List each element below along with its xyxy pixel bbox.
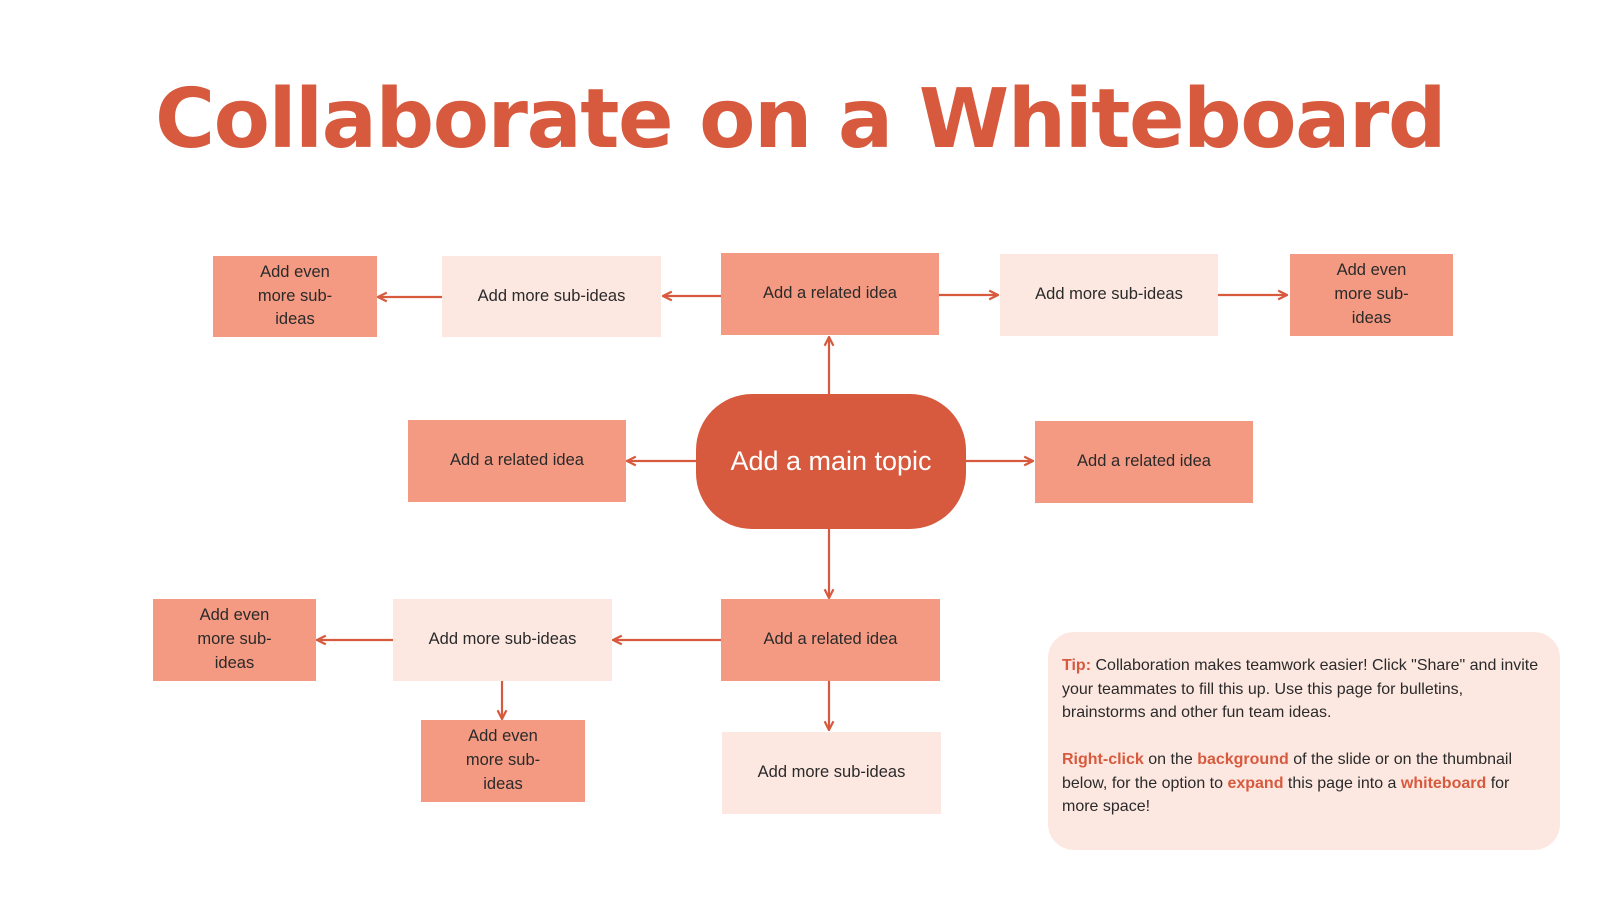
top-left-even-more-node[interactable]: Add even more sub-ideas xyxy=(213,256,377,337)
top-related-idea-node[interactable]: Add a related idea xyxy=(721,253,939,335)
main-topic-label: Add a main topic xyxy=(730,445,932,476)
tip-label: Tip: xyxy=(1062,657,1092,674)
tip-expand: expand xyxy=(1227,774,1284,792)
node-label: Add a related idea xyxy=(1077,452,1211,471)
tip-text: of the slide or on the thumbnail below, … xyxy=(1062,751,1513,792)
left-related-idea-node[interactable]: Add a related idea xyxy=(408,420,626,502)
node-label: Add even more sub-ideas xyxy=(465,727,541,793)
top-right-even-more-node[interactable]: Add even more sub-ideas xyxy=(1290,254,1453,336)
node-label: Add a related idea xyxy=(763,630,898,649)
tip-text: for more space! xyxy=(1062,774,1510,816)
tip-whiteboard: whiteboard xyxy=(1400,774,1487,792)
top-left-sub-ideas-node[interactable]: Add more sub-ideas xyxy=(442,256,661,337)
bottom-left-sub-ideas-node[interactable]: Add more sub-ideas xyxy=(393,599,612,681)
node-label: Add a related idea xyxy=(763,284,897,303)
bottom-left-even-more-node[interactable]: Add even more sub-ideas xyxy=(153,599,316,681)
tip-background: background xyxy=(1197,751,1289,769)
tip-text: Collaboration makes teamwork easier! Cli… xyxy=(1062,657,1539,722)
node-label: Add more sub-ideas xyxy=(1035,285,1183,304)
node-label: Add more sub-ideas xyxy=(757,763,906,782)
node-label: Add a related idea xyxy=(450,451,584,470)
node-label: Add more sub-ideas xyxy=(477,286,626,305)
tip-text: on the xyxy=(1148,751,1193,769)
bottom-below-even-more-node[interactable]: Add even more sub-ideas xyxy=(421,720,585,802)
tip-paragraph-2: Right-click on the background of the sli… xyxy=(1062,748,1546,819)
tip-right-click: Right-click xyxy=(1062,751,1144,769)
node-label: Add even more sub-ideas xyxy=(257,262,333,329)
page-title: Collaborate on a Whiteboard xyxy=(154,72,1447,167)
tip-text: this page into a xyxy=(1287,774,1397,792)
tip-box: Tip: Collaboration makes teamwork easier… xyxy=(1048,632,1560,850)
bottom-below-sub-ideas-node[interactable]: Add more sub-ideas xyxy=(722,732,941,814)
node-label: Add more sub-ideas xyxy=(428,630,577,649)
top-right-sub-ideas-node[interactable]: Add more sub-ideas xyxy=(1000,254,1218,336)
node-label: Add even more sub-ideas xyxy=(197,606,272,672)
right-related-idea-node[interactable]: Add a related idea xyxy=(1035,421,1253,503)
bottom-related-idea-node[interactable]: Add a related idea xyxy=(721,599,940,681)
main-topic-node[interactable]: Add a main topic xyxy=(696,394,966,529)
node-label: Add even more sub-ideas xyxy=(1334,261,1409,327)
tip-paragraph-1: Tip: Collaboration makes teamwork easier… xyxy=(1062,654,1546,725)
